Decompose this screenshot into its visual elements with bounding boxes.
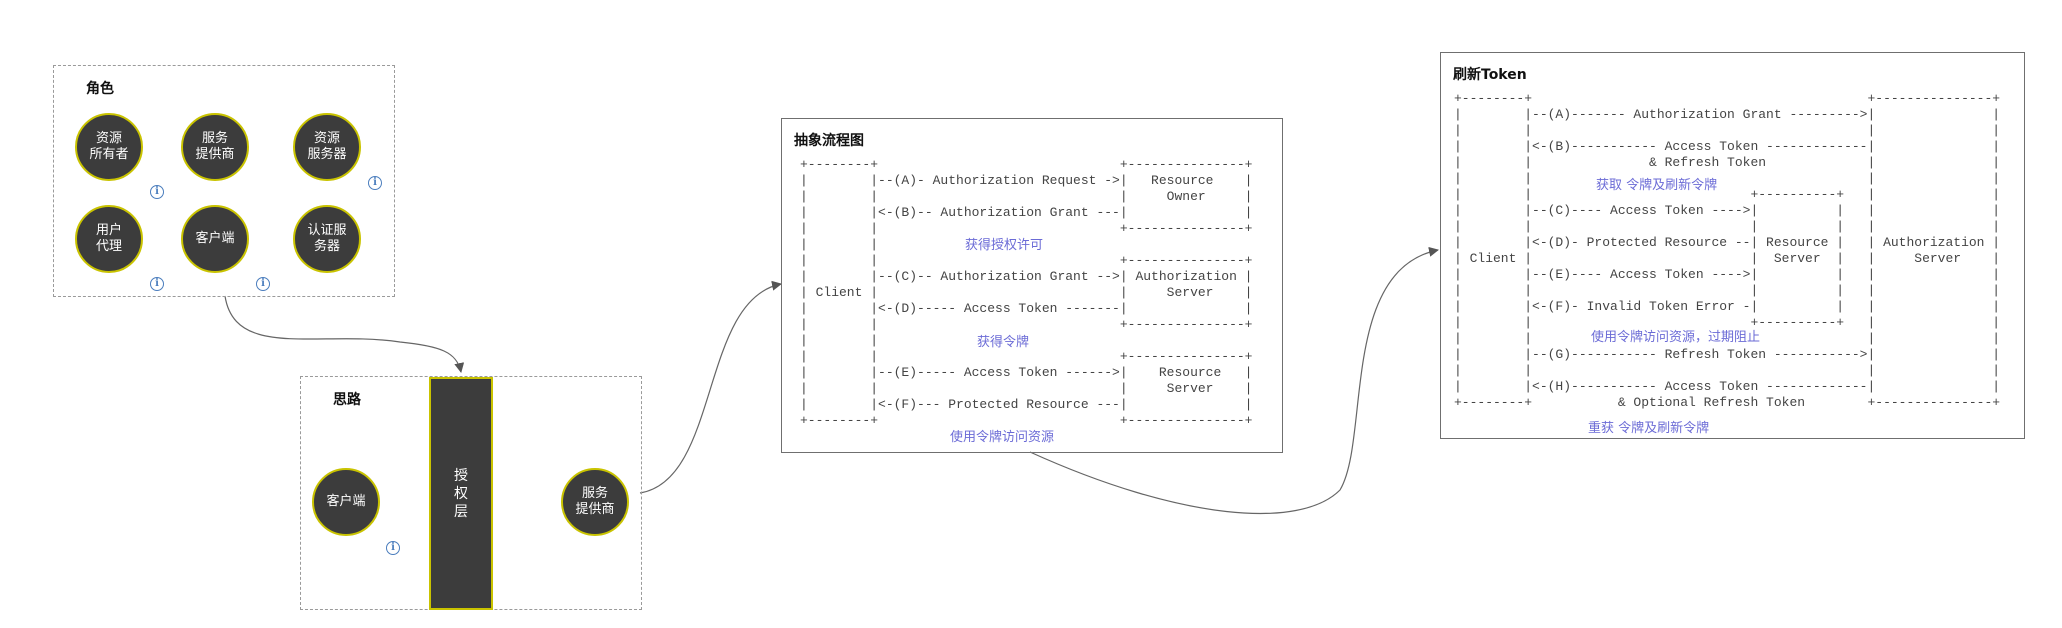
note-reobtain-token: 重获 令牌及刷新令牌 [1588, 421, 1710, 436]
note-use-token-expired: 使用令牌访问资源，过期阻止 [1591, 330, 1761, 345]
idea-client-node[interactable]: 客户端 [312, 468, 380, 536]
node-resource-server[interactable]: 资源 服务器 [293, 113, 361, 181]
abstract-flow-title: 抽象流程图 [794, 133, 864, 149]
connector-roles-to-idea [224, 295, 465, 373]
node-client[interactable]: 客户端 [181, 205, 249, 273]
info-icon[interactable]: i [256, 277, 270, 291]
note-obtain-token: 获得令牌 [977, 335, 1030, 350]
refresh-token-panel: 刷新Token +--------+ +---------------+ | |… [1440, 52, 2025, 439]
idea-provider-node[interactable]: 服务 提供商 [561, 468, 629, 536]
node-service-provider[interactable]: 服务 提供商 [181, 113, 249, 181]
abstract-flow-ascii: +--------+ +---------------+ | |--(A)- A… [800, 157, 1253, 428]
connector-idea-to-abstract [639, 280, 782, 494]
refresh-token-title: 刷新Token [1453, 67, 1527, 83]
authorization-layer[interactable]: 授 权 层 [429, 377, 493, 610]
roles-panel: 角色 [53, 65, 395, 297]
abstract-flow-panel: 抽象流程图 +--------+ +---------------+ | |--… [781, 118, 1283, 453]
node-user-agent[interactable]: 用户 代理 [75, 205, 143, 273]
refresh-token-ascii: +--------+ +---------------+ | |--(A)---… [1454, 91, 2001, 410]
note-use-token: 使用令牌访问资源 [950, 430, 1055, 445]
node-resource-owner[interactable]: 资源 所有者 [75, 113, 143, 181]
info-icon[interactable]: i [150, 277, 164, 291]
roles-title: 角色 [86, 81, 114, 97]
note-get-token-refresh: 获取 令牌及刷新令牌 [1596, 178, 1718, 193]
info-icon[interactable]: i [386, 541, 400, 555]
idea-title: 思路 [333, 392, 361, 408]
node-auth-server[interactable]: 认证服 务器 [293, 205, 361, 273]
info-icon[interactable]: i [368, 176, 382, 190]
info-icon[interactable]: i [150, 185, 164, 199]
note-obtain-grant: 获得授权许可 [965, 238, 1044, 253]
